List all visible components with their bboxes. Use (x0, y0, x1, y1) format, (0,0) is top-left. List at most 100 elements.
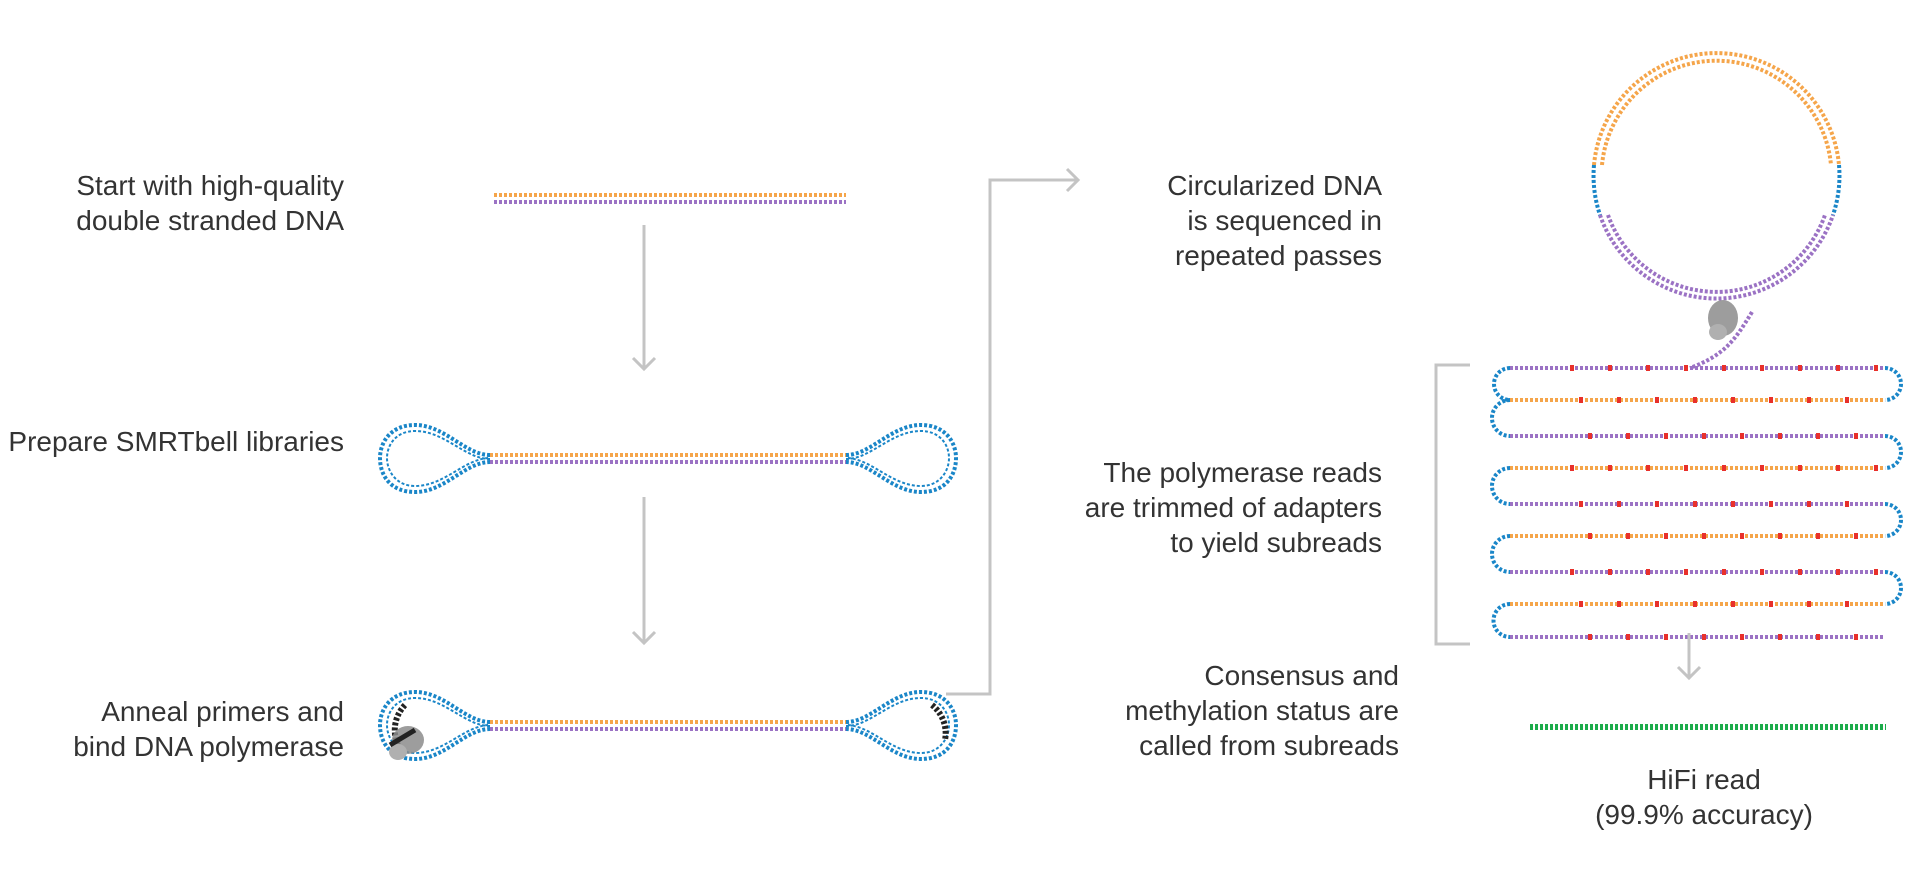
circle-top-arc-outer (1592, 51, 1841, 166)
smrtbell-right-adapter-inner (845, 429, 951, 488)
subread-row-7-error-mark (1722, 569, 1726, 575)
subread-row-1-error-mark (1608, 365, 1612, 371)
circle-bottom-arc-inner (1606, 214, 1827, 294)
circle-right-adapter (1831, 164, 1842, 216)
circle-polymerase-blob-icon (1708, 300, 1738, 340)
smrtbell-right-adapter-outer (845, 422, 959, 495)
smrtbell-left-adapter-outer (377, 422, 491, 495)
subread-row-6-error-mark (1626, 533, 1630, 539)
circularized-dna (1591, 51, 1842, 370)
subread-row-4-error-mark (1874, 465, 1878, 471)
circle-tail (1689, 310, 1754, 370)
subread-row-7-error-mark (1760, 569, 1764, 575)
down-arrow-icon-1 (631, 356, 657, 372)
subread-row-8-error-mark (1845, 601, 1849, 607)
left-adapter-turn-0 (1492, 366, 1511, 402)
subread-row-6-error-mark (1588, 533, 1592, 539)
subread-row-6-error-mark (1854, 533, 1858, 539)
subread-row-3-error-mark (1740, 433, 1744, 439)
subread-row-4-error-mark (1646, 465, 1650, 471)
subread-row-5-error-mark (1617, 501, 1621, 507)
subread-row-8-error-mark (1807, 601, 1811, 607)
subread-row-2-error-mark (1655, 397, 1659, 403)
subread-row-2-error-mark (1693, 397, 1697, 403)
subread-row-4-error-mark (1608, 465, 1612, 471)
left-adapter-turn-6 (1490, 534, 1511, 574)
subread-row-6-error-mark (1664, 533, 1668, 539)
subread-row-7-error-mark (1798, 569, 1802, 575)
subread-row-3-error-mark (1702, 433, 1706, 439)
subread-row-8-error-mark (1579, 601, 1583, 607)
subread-row-5-error-mark (1769, 501, 1773, 507)
right-arrow-icon (1065, 167, 1081, 193)
left-adapter-turn-8 (1491, 602, 1511, 639)
right-adapter-turn-5 (1884, 502, 1903, 538)
annealed-smrtbell-with-polymerase (377, 689, 959, 762)
subread-row-3-error-mark (1854, 433, 1858, 439)
subread-row-4-error-mark (1684, 465, 1688, 471)
subread-row-8-error-mark (1655, 601, 1659, 607)
subread-row-1-error-mark (1874, 365, 1878, 371)
primer-arc-icon (930, 702, 949, 741)
subread-row-7-error-mark (1608, 569, 1612, 575)
right-adapter-turn-7 (1884, 570, 1903, 606)
subread-row-2-error-mark (1769, 397, 1773, 403)
subread-row-5-error-mark (1579, 501, 1583, 507)
subread-row-6-error-mark (1702, 533, 1706, 539)
polymerase-read-subreads (1434, 363, 1903, 646)
subread-row-5-error-mark (1731, 501, 1735, 507)
subread-row-4-error-mark (1798, 465, 1802, 471)
subread-row-9-error-mark (1740, 634, 1744, 640)
annealed-left-adapter-outer (377, 689, 491, 762)
subread-row-9-error-mark (1854, 634, 1858, 640)
subread-row-5-error-mark (1845, 501, 1849, 507)
left-adapter-turn-4 (1490, 466, 1511, 506)
down-arrow-icon-3 (1676, 665, 1702, 681)
subread-row-1-error-mark (1684, 365, 1688, 371)
hifi-read-label: HiFi read(99.9% accuracy) (1595, 764, 1813, 830)
subread-row-2-error-mark (1579, 397, 1583, 403)
subread-row-1-error-mark (1646, 365, 1650, 371)
subread-row-9-error-mark (1626, 634, 1630, 640)
circle-bottom-arc-outer (1598, 214, 1835, 301)
circle-top-arc-inner (1600, 58, 1833, 166)
circle-left-adapter (1591, 164, 1602, 216)
subread-row-9-error-mark (1816, 634, 1820, 640)
subread-row-4-error-mark (1570, 465, 1574, 471)
left-adapter-turn-2 (1490, 398, 1511, 438)
subreads-bracket (1434, 363, 1470, 646)
subread-row-7-error-mark (1646, 569, 1650, 575)
subread-row-9-error-mark (1778, 634, 1782, 640)
subread-row-3-error-mark (1664, 433, 1668, 439)
right-adapter-turn-1 (1884, 366, 1903, 402)
subread-row-9-error-mark (1588, 634, 1592, 640)
subread-row-9-error-mark (1664, 634, 1668, 640)
subread-row-3-error-mark (1626, 433, 1630, 439)
smrtbell-library (377, 422, 959, 495)
subread-row-1-error-mark (1836, 365, 1840, 371)
subread-row-6-error-mark (1778, 533, 1782, 539)
connector-arrow-shaft (946, 178, 1078, 696)
subread-row-7-error-mark (1684, 569, 1688, 575)
smrtbell-left-adapter-inner (385, 429, 491, 488)
subread-row-2-error-mark (1617, 397, 1621, 403)
subread-row-6-error-mark (1740, 533, 1744, 539)
subread-row-4-error-mark (1760, 465, 1764, 471)
double-stranded-dna (494, 193, 846, 204)
subread-row-3-error-mark (1588, 433, 1592, 439)
subread-row-7-error-mark (1874, 569, 1878, 575)
subread-row-8-error-mark (1693, 601, 1697, 607)
step-prepare-label: Prepare SMRTbell libraries (8, 426, 344, 457)
subread-row-2-error-mark (1807, 397, 1811, 403)
subread-row-2-error-mark (1845, 397, 1849, 403)
down-arrow-icon-2 (631, 630, 657, 646)
subread-row-4-error-mark (1836, 465, 1840, 471)
flow-arrows (631, 167, 1702, 696)
subread-row-2-error-mark (1731, 397, 1735, 403)
polymerase-blob-icon (388, 726, 424, 760)
